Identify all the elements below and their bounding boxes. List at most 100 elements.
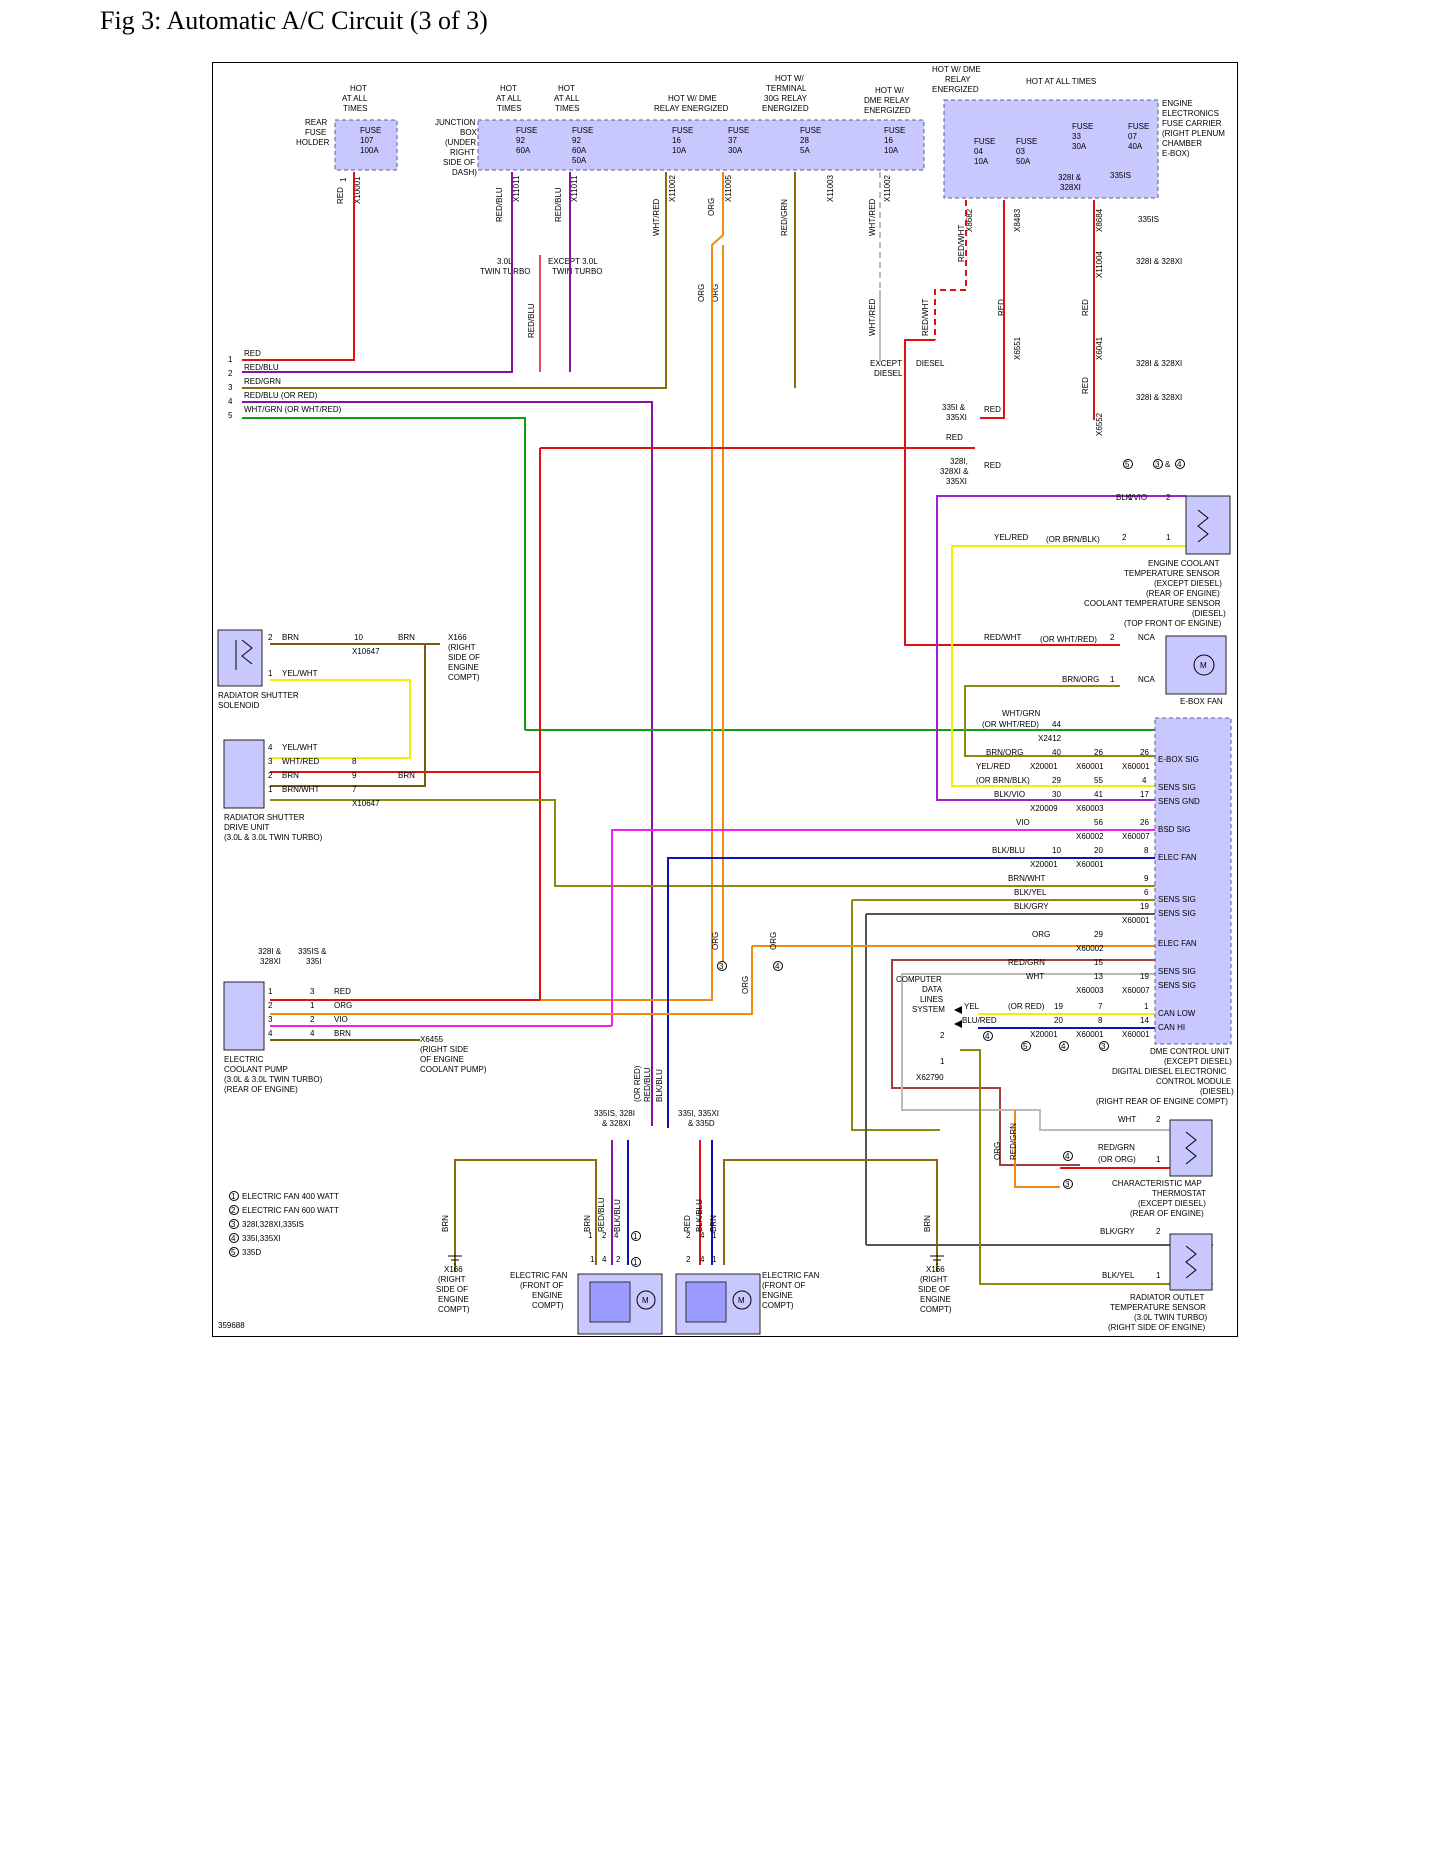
svg-text:(RIGHT: (RIGHT [448, 643, 476, 652]
svg-text:20: 20 [1054, 1016, 1063, 1025]
svg-text:(OR BRN/BLK): (OR BRN/BLK) [1046, 535, 1100, 544]
svg-text:NCA: NCA [1138, 675, 1156, 684]
svg-text:FUSE: FUSE [974, 137, 995, 146]
svg-text:X60003: X60003 [1076, 804, 1104, 813]
svg-text:SIDE OF: SIDE OF [436, 1285, 468, 1294]
dme-pin-label: CAN LOW [1158, 1009, 1196, 1018]
svg-text:BRN/WHT: BRN/WHT [1008, 874, 1045, 883]
svg-text:X20001: X20001 [1030, 762, 1058, 771]
svg-text:COMPT): COMPT) [920, 1305, 952, 1314]
svg-text:X60001: X60001 [1122, 762, 1150, 771]
svg-text:15: 15 [1094, 958, 1103, 967]
electric-fan-right: M ELECTRIC FAN (FRONT OF ENGINE COMPT) R… [675, 1199, 820, 1335]
svg-text:X6455: X6455 [420, 1035, 444, 1044]
svg-text:THERMOSTAT: THERMOSTAT [1152, 1189, 1206, 1198]
svg-text:BLK/VIO: BLK/VIO [1116, 493, 1147, 502]
ground-points: BRN X166 (RIGHT SIDE OF ENGINE COMPT) BR… [436, 1215, 952, 1314]
wires [242, 172, 1213, 1285]
svg-text:(TOP FRONT OF ENGINE): (TOP FRONT OF ENGINE) [1124, 619, 1222, 628]
svg-text:29: 29 [1094, 930, 1103, 939]
svg-text:19: 19 [1140, 902, 1149, 911]
svg-text:3: 3 [719, 962, 724, 971]
svg-text:CONTROL MODULE: CONTROL MODULE [1156, 1077, 1231, 1086]
svg-text:17: 17 [1140, 790, 1149, 799]
svg-text:DRIVE UNIT: DRIVE UNIT [224, 823, 269, 832]
dme-pin-label: CAN HI [1158, 1023, 1185, 1032]
left-wire-label: RED/GRN [244, 377, 281, 386]
svg-text:FUSE: FUSE [728, 126, 749, 135]
svg-text:ELECTRONICS: ELECTRONICS [1162, 109, 1219, 118]
svg-text:(OR WHT/RED): (OR WHT/RED) [1040, 635, 1097, 644]
svg-text:RED/BLU: RED/BLU [643, 1067, 652, 1102]
svg-text:1: 1 [633, 1258, 638, 1267]
svg-text:X166: X166 [926, 1265, 945, 1274]
svg-text:RED/GRN: RED/GRN [1008, 958, 1045, 967]
figure-id: 359688 [218, 1321, 245, 1330]
svg-text:DIGITAL DIESEL ELECTRONIC: DIGITAL DIESEL ELECTRONIC [1112, 1067, 1227, 1076]
svg-text:FUSE: FUSE [516, 126, 537, 135]
svg-text:YEL/RED: YEL/RED [994, 533, 1028, 542]
svg-text:1: 1 [1110, 675, 1115, 684]
svg-text:X60001: X60001 [1122, 1030, 1150, 1039]
svg-text:WHT/RED: WHT/RED [868, 298, 877, 336]
svg-text:(OR WHT/RED): (OR WHT/RED) [982, 720, 1039, 729]
svg-text:RED: RED [336, 187, 345, 204]
svg-text:328I,: 328I, [950, 457, 968, 466]
svg-text:HOT W/: HOT W/ [875, 86, 905, 95]
svg-text:7: 7 [1098, 1002, 1103, 1011]
svg-text:2: 2 [268, 771, 273, 780]
svg-text:ORG: ORG [1032, 930, 1050, 939]
svg-text:1: 1 [268, 785, 273, 794]
svg-text:ENGINE COOLANT: ENGINE COOLANT [1148, 559, 1220, 568]
svg-text:19: 19 [1054, 1002, 1063, 1011]
svg-text:WHT: WHT [1026, 972, 1044, 981]
svg-text:HOT AT ALL TIMES: HOT AT ALL TIMES [1026, 77, 1096, 86]
svg-text:50A: 50A [1016, 157, 1031, 166]
svg-text:(3.0L & 3.0L TWIN TURBO): (3.0L & 3.0L TWIN TURBO) [224, 1075, 323, 1084]
svg-text:HOT: HOT [350, 84, 367, 93]
svg-text:LINES: LINES [920, 995, 943, 1004]
svg-text:335I &: 335I & [942, 403, 966, 412]
svg-text:13: 13 [1094, 972, 1103, 981]
svg-text:(REAR OF ENGINE): (REAR OF ENGINE) [1130, 1209, 1204, 1218]
svg-text:9: 9 [352, 771, 357, 780]
svg-text:ELECTRIC FAN: ELECTRIC FAN [510, 1271, 568, 1280]
dme-pin-label: SENS SIG [1158, 967, 1196, 976]
svg-text:28: 28 [800, 136, 809, 145]
dme-pin-label: E-BOX SIG [1158, 755, 1199, 764]
svg-text:M: M [642, 1296, 649, 1305]
svg-text:1: 1 [633, 1232, 638, 1241]
svg-text:3: 3 [231, 1220, 236, 1229]
svg-text:RED: RED [1081, 377, 1090, 394]
svg-text:10: 10 [354, 633, 363, 642]
mid-wire-labels: ORG ORG ORG 3 4 (OR RED) RED/BLU BLK/BLU… [594, 932, 1018, 1160]
svg-text:SIDE OF: SIDE OF [443, 158, 475, 167]
svg-text:HOLDER: HOLDER [296, 138, 330, 147]
svg-text:VIO: VIO [1016, 818, 1030, 827]
diagram-frame [212, 62, 1238, 1337]
svg-text:7: 7 [352, 785, 357, 794]
svg-text:26: 26 [1094, 748, 1103, 757]
svg-text:RED: RED [334, 987, 351, 996]
svg-text:ORG: ORG [707, 198, 716, 216]
svg-text:X166: X166 [448, 633, 467, 642]
svg-text:X11002: X11002 [668, 174, 677, 202]
svg-text:(OR BRN/BLK): (OR BRN/BLK) [976, 776, 1030, 785]
svg-text:10A: 10A [672, 146, 687, 155]
svg-text:OF ENGINE: OF ENGINE [420, 1055, 464, 1064]
svg-text:ORG: ORG [697, 284, 706, 302]
svg-text:SOLENOID: SOLENOID [218, 701, 260, 710]
svg-text:335IS: 335IS [1138, 215, 1159, 224]
svg-text:RED: RED [984, 405, 1001, 414]
svg-text:10A: 10A [884, 146, 899, 155]
svg-text:4: 4 [614, 1231, 619, 1240]
svg-text:60A: 60A [572, 146, 587, 155]
ebox-fan: M RED/WHT (OR WHT/RED) 2 NCA BRN/ORG 1 N… [984, 633, 1227, 706]
svg-text:30G RELAY: 30G RELAY [764, 94, 808, 103]
svg-text:2: 2 [1156, 1227, 1161, 1236]
dme-pin-label: SENS SIG [1158, 981, 1196, 990]
svg-text:(EXCEPT DIESEL): (EXCEPT DIESEL) [1138, 1199, 1206, 1208]
svg-text:E-BOX): E-BOX) [1162, 149, 1190, 158]
